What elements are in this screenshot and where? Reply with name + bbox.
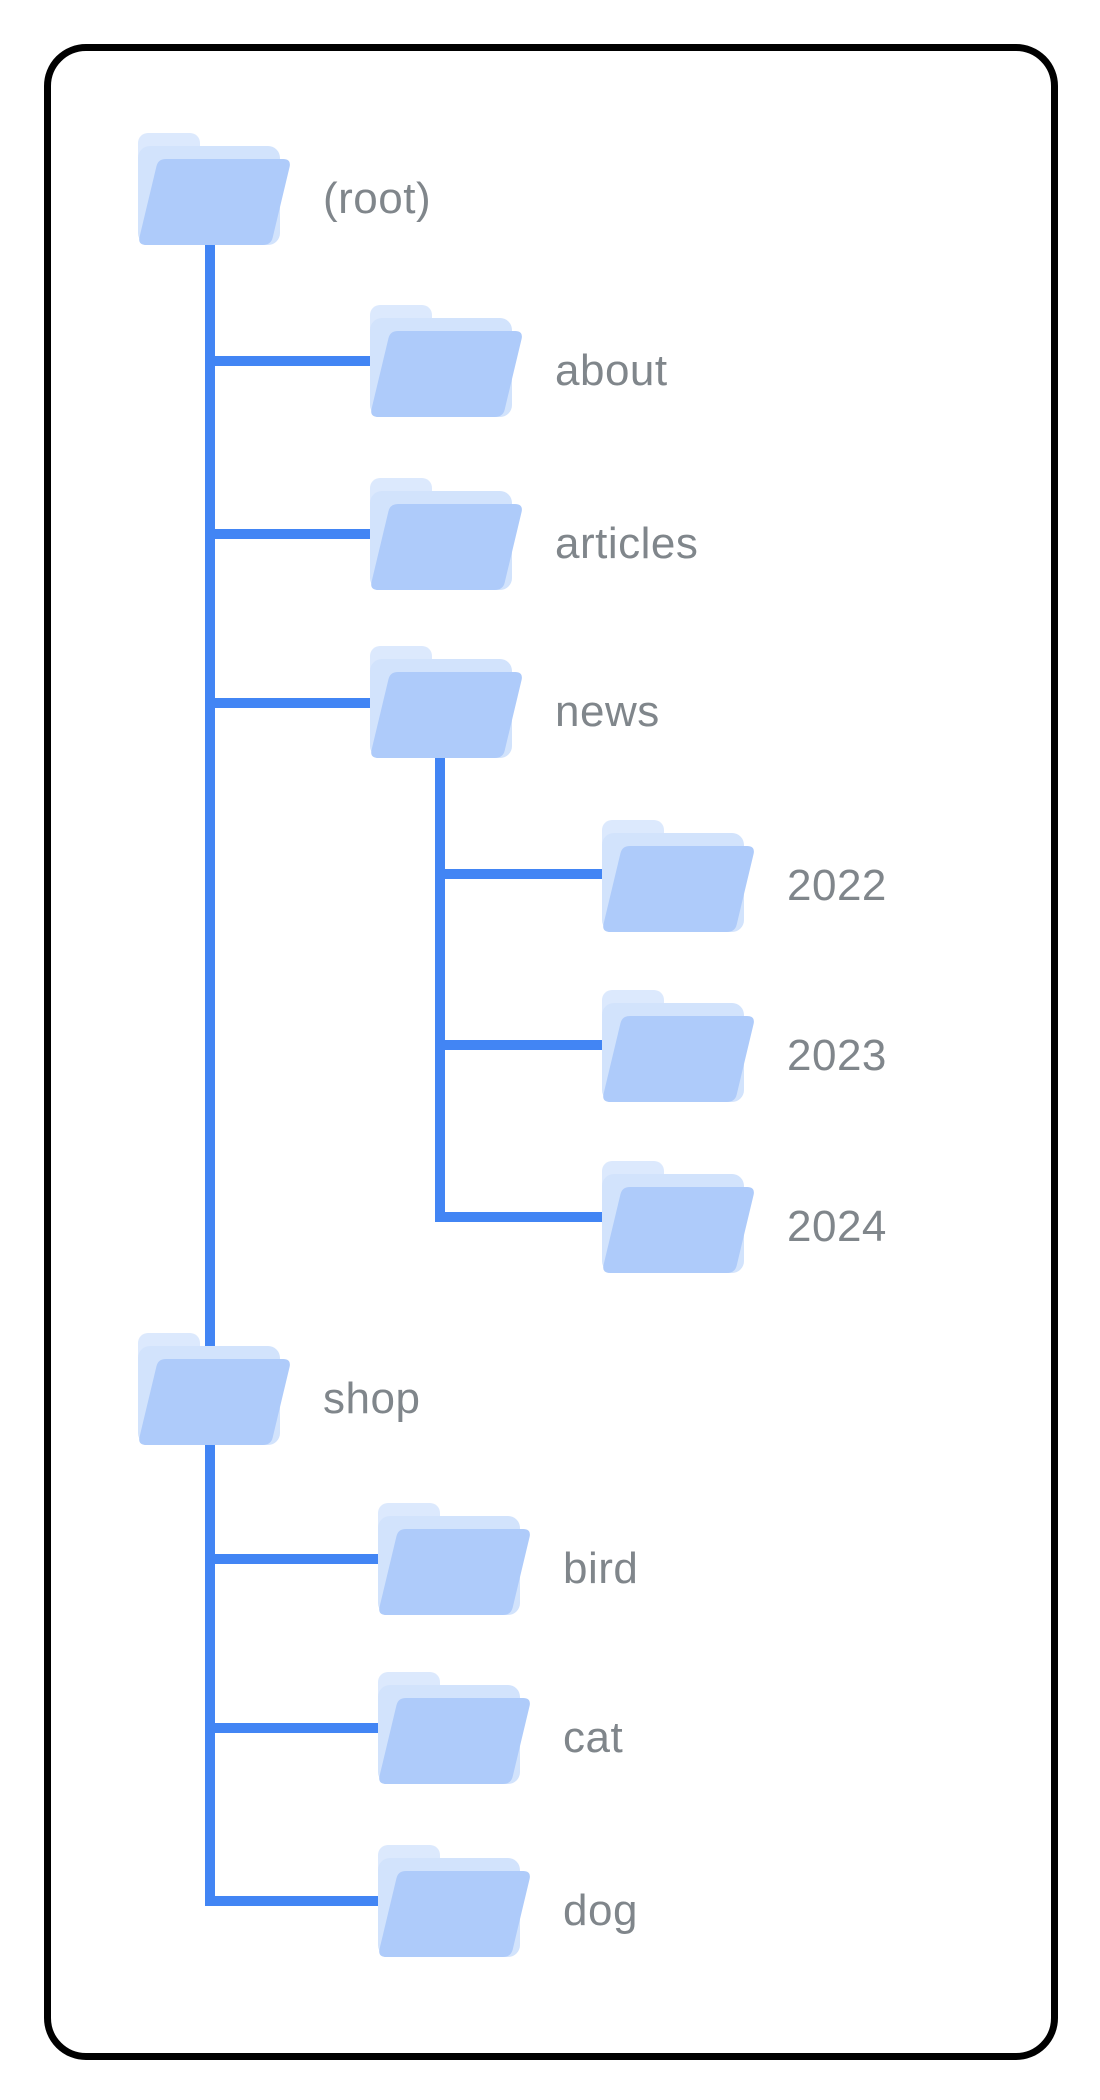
node-label: about: [555, 346, 668, 395]
folder-icon: [370, 305, 522, 417]
node-2023: 2023: [602, 990, 887, 1102]
node-label: dog: [563, 1886, 638, 1935]
node-label: cat: [563, 1713, 624, 1762]
node-label: 2023: [787, 1031, 887, 1080]
folder-icon: [370, 478, 522, 590]
node-label: bird: [563, 1544, 639, 1593]
node-label: shop: [323, 1374, 421, 1423]
node-2024: 2024: [602, 1161, 887, 1273]
node-label: 2022: [787, 861, 887, 910]
node-2022: 2022: [602, 820, 887, 932]
node-label: 2024: [787, 1202, 887, 1251]
folder-icon: [138, 133, 290, 245]
node-root: (root): [138, 133, 431, 245]
node-cat: cat: [378, 1672, 623, 1784]
diagram-frame: [44, 44, 1058, 2060]
node-news: news: [370, 646, 660, 758]
node-about: about: [370, 305, 668, 417]
node-dog: dog: [378, 1845, 638, 1957]
folder-icon: [370, 646, 522, 758]
folder-icon: [602, 1161, 754, 1273]
node-shop: shop: [138, 1333, 420, 1445]
folder-icon: [378, 1672, 530, 1784]
folder-icon: [378, 1845, 530, 1957]
node-label: (root): [323, 174, 432, 223]
node-bird: bird: [378, 1503, 638, 1615]
folder-icon: [602, 990, 754, 1102]
node-label: articles: [555, 519, 699, 568]
node-articles: articles: [370, 478, 698, 590]
folder-icon: [138, 1333, 290, 1445]
node-label: news: [555, 687, 660, 736]
folder-icon: [602, 820, 754, 932]
folder-icon: [378, 1503, 530, 1615]
